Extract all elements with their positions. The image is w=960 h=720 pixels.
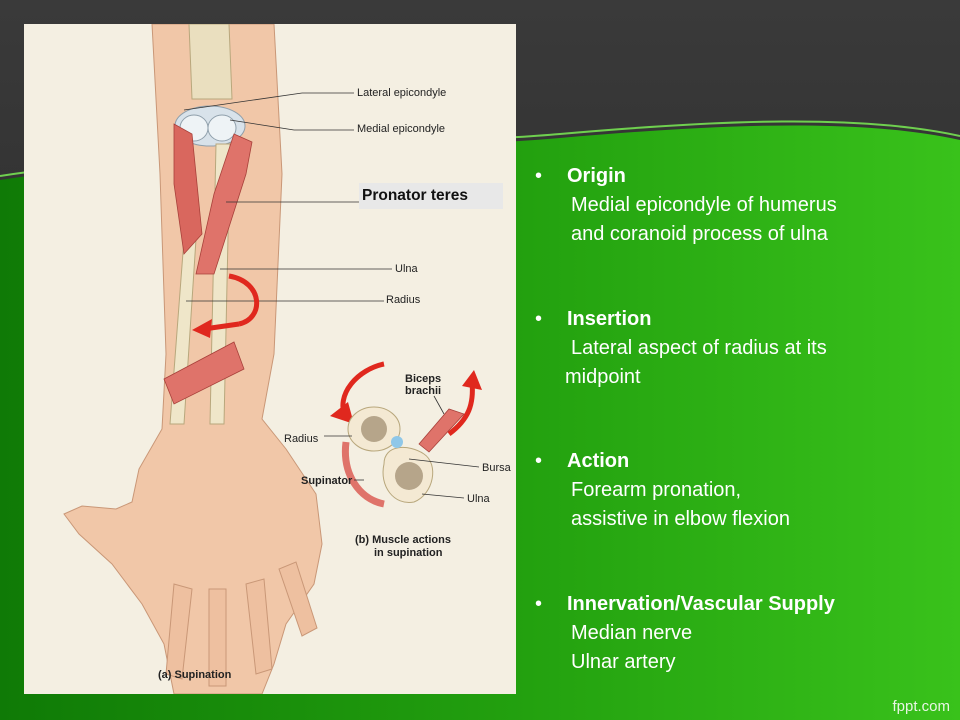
- brand-watermark: fppt.com: [892, 698, 950, 715]
- caption-b-line1: (b) Muscle actions: [355, 534, 451, 546]
- bullet-insertion: • Insertion Lateral aspect of radius at i…: [535, 305, 827, 392]
- bullet-dot: •: [535, 165, 543, 187]
- label-medial-epicondyle: Medial epicondyle: [357, 123, 446, 135]
- action-line-1: Forearm pronation,: [571, 479, 742, 501]
- action-line-2: assistive in elbow flexion: [571, 508, 790, 530]
- innervation-line-2: Ulnar artery: [571, 651, 676, 673]
- bullet-dot: •: [535, 308, 543, 330]
- heading-insertion: Insertion: [567, 308, 652, 330]
- label-ulna: Ulna: [395, 263, 418, 275]
- label-pronator-teres: Pronator teres: [359, 183, 503, 209]
- bullet-dot: •: [535, 593, 543, 615]
- bullet-action: • Action Forearm pronation, assistive in …: [535, 447, 790, 534]
- bullet-dot: •: [535, 450, 543, 472]
- insertion-line-1: Lateral aspect of radius at its: [571, 337, 827, 359]
- label-supinator: Supinator: [301, 475, 353, 487]
- origin-line-2: and coranoid process of ulna: [571, 223, 828, 245]
- forearm-illustration: [63, 24, 482, 694]
- label-radius: Radius: [386, 294, 421, 306]
- innervation-line-1: Median nerve: [571, 622, 693, 644]
- label-biceps-brachii-2: brachii: [405, 385, 442, 397]
- bullet-origin: • Origin Medial epicondyle of humerus and…: [535, 162, 837, 249]
- label-lateral-epicondyle: Lateral epicondyle: [357, 87, 447, 99]
- heading-origin: Origin: [567, 165, 626, 187]
- insertion-line-2: midpoint: [565, 366, 641, 388]
- origin-line-1: Medial epicondyle of humerus: [571, 194, 837, 216]
- bullet-innervation: • Innervation/Vascular Supply Median nerv…: [535, 590, 835, 677]
- anatomy-figure: Lateral epicondyle Medial epicondyle Pro…: [24, 24, 516, 694]
- label-bursa: Bursa: [482, 462, 511, 474]
- heading-action: Action: [567, 450, 630, 472]
- label-biceps-brachii-1: Biceps: [405, 373, 442, 385]
- caption-b-line2: in supination: [374, 547, 443, 559]
- caption-a: (a) Supination: [158, 669, 232, 681]
- label-inset-ulna: Ulna: [467, 493, 490, 505]
- label-inset-radius: Radius: [284, 433, 319, 445]
- heading-innervation: Innervation/Vascular Supply: [567, 593, 835, 615]
